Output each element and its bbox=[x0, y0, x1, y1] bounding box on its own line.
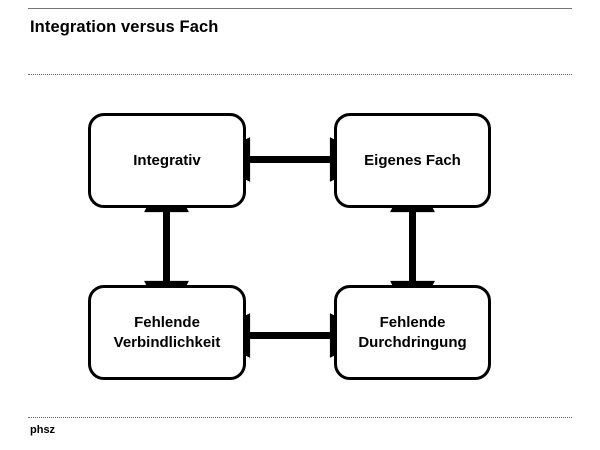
header-rule-bottom bbox=[28, 74, 572, 75]
header-rule-top bbox=[28, 8, 572, 9]
diagram-node-eigenes-fach[interactable]: Eigenes Fach bbox=[334, 113, 491, 208]
diagram-node-fehlende-durchdringung[interactable]: Fehlende Durchdringung bbox=[334, 285, 491, 380]
diagram-node-fehlende-verbindlichkeit[interactable]: Fehlende Verbindlichkeit bbox=[88, 285, 246, 380]
footer-label: phsz bbox=[30, 424, 56, 436]
page-title: Integration versus Fach bbox=[30, 18, 219, 36]
diagram-node-integrativ[interactable]: Integrativ bbox=[88, 113, 246, 208]
footer-rule bbox=[28, 417, 572, 418]
